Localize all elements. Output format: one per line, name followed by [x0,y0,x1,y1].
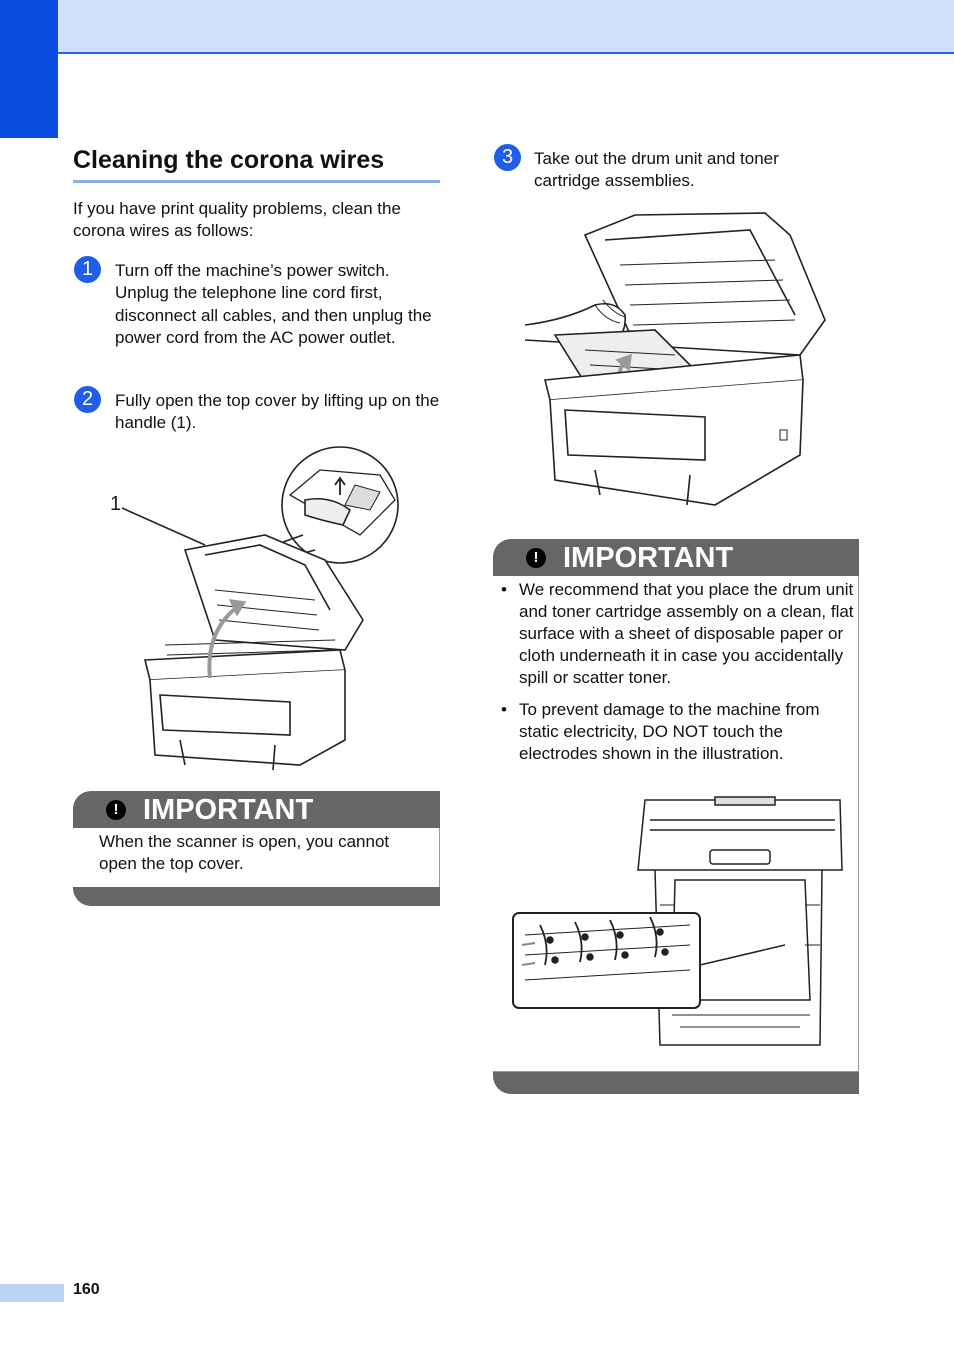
callout-label: 1 [110,493,121,515]
bullet-item-2: • To prevent damage to the machine from s… [493,699,859,765]
important-2-header: ! IMPORTANT [493,539,859,576]
important-2-bullet-list: • We recommend that you place the drum un… [493,579,859,775]
exclamation-icon: ! [106,800,126,820]
bullet-dot: • [501,580,507,599]
exclamation-icon: ! [526,548,546,568]
bullet-text: We recommend that you place the drum uni… [519,580,854,687]
step-2-text: Fully open the top cover by lifting up o… [115,391,440,433]
important-2-footer [493,1071,859,1094]
bullet-item-1: • We recommend that you place the drum un… [493,579,859,689]
important-1-footer [73,887,440,906]
electrodes-illustration [510,795,845,1050]
important-1-text: When the scanner is open, you cannot ope… [99,832,390,873]
step-1-text: Turn off the machine’s power switch. Unp… [115,261,432,348]
drum-removal-illustration [525,205,830,515]
intro-paragraph: If you have print quality problems, clea… [73,199,401,240]
important-1-label: IMPORTANT [143,794,314,826]
step-1-number: 1 [74,256,101,283]
bullet-text: To prevent damage to the machine from st… [519,700,820,763]
step-3-text: Take out the drum unit and toner cartrid… [534,149,779,191]
important-1-header: ! IMPORTANT [73,791,440,828]
bullet-dot: • [501,700,507,719]
important-1-side-line [439,828,440,887]
section-title: Cleaning the corona wires [73,146,440,183]
header-band [0,0,954,54]
printer-open-cover-illustration: 1 [105,440,405,780]
step-2-number: 2 [74,386,101,413]
page-number: 160 [73,1281,100,1298]
important-2-label: IMPORTANT [563,542,734,574]
step-3-number: 3 [494,144,521,171]
important-2-side-line [858,576,859,1071]
chapter-tab [0,0,58,138]
page-number-tab [0,1284,64,1302]
